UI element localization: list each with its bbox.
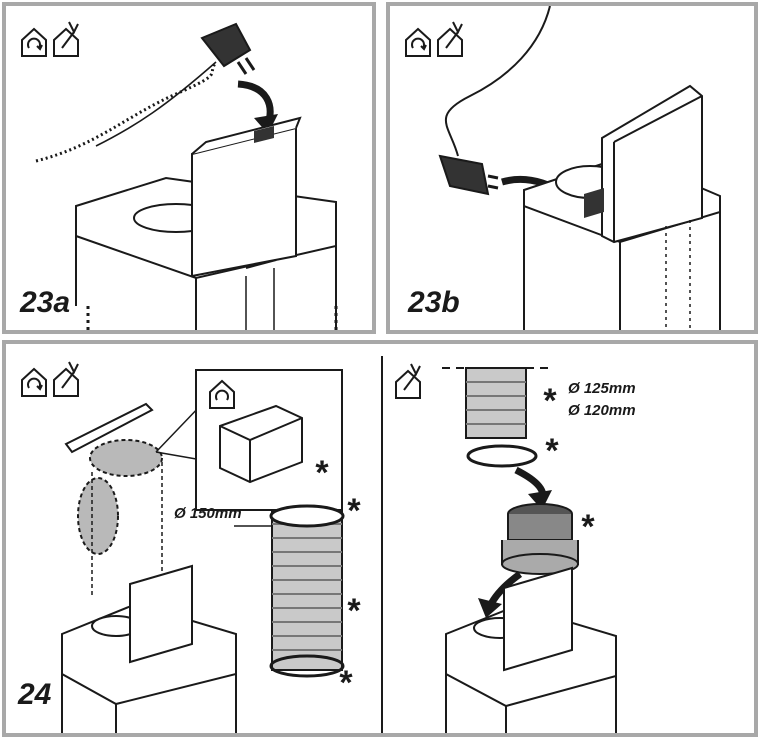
electronics-box — [191, 126, 297, 278]
diagram-23a — [21, 21, 338, 330]
duct-diameter-label-1: Ø 125mm — [568, 380, 636, 397]
mounting-bracket — [64, 402, 154, 454]
accessory-mark: * — [580, 508, 594, 546]
diagram-23b — [405, 6, 721, 330]
wall-cutout-side — [77, 477, 119, 555]
power-plug-icon — [200, 22, 256, 75]
step-label-24: 24 — [18, 678, 52, 711]
recirculation-mode-icon — [405, 27, 431, 57]
power-cord — [35, 61, 218, 163]
panel-23b: 23b — [386, 2, 758, 334]
electronics-box — [129, 564, 193, 664]
power-plug-icon — [438, 154, 499, 196]
extraction-mode-icon — [53, 21, 79, 57]
hose-clamp — [466, 444, 538, 468]
accessory-mark: * — [346, 592, 360, 630]
recirculation-mode-icon — [21, 367, 47, 397]
accessory-mark: * — [338, 664, 352, 702]
extraction-mode-icon — [53, 361, 79, 397]
electronics-box — [601, 84, 703, 244]
power-cord — [445, 6, 551, 157]
extraction-mode-icon — [437, 21, 463, 57]
flex-hose — [465, 367, 527, 439]
diagram-24 — [21, 356, 617, 733]
accessory-mark: * — [544, 432, 558, 470]
electronics-box — [503, 566, 573, 672]
reducer-adapter — [501, 503, 579, 575]
accessory-mark: * — [542, 382, 556, 420]
panel-24: 24 Ø 150mm * * * * Ø 125mm Ø 120mm * * * — [2, 340, 758, 737]
panel-23a: 23a — [2, 2, 376, 334]
accessory-mark: * — [346, 492, 360, 530]
duct-diameter-label-2: Ø 120mm — [568, 402, 636, 419]
extraction-mode-icon — [395, 363, 421, 399]
recirculation-mode-icon — [209, 379, 235, 409]
recirculation-mode-icon — [21, 27, 47, 57]
connector-box — [219, 404, 303, 484]
hose-diameter-label: Ø 150mm — [174, 505, 242, 522]
step-label-23b: 23b — [408, 286, 460, 319]
wall-cutout-top — [89, 439, 163, 477]
step-label-23a: 23a — [20, 286, 71, 319]
accessory-mark: * — [314, 454, 328, 492]
flex-hose — [269, 504, 345, 678]
